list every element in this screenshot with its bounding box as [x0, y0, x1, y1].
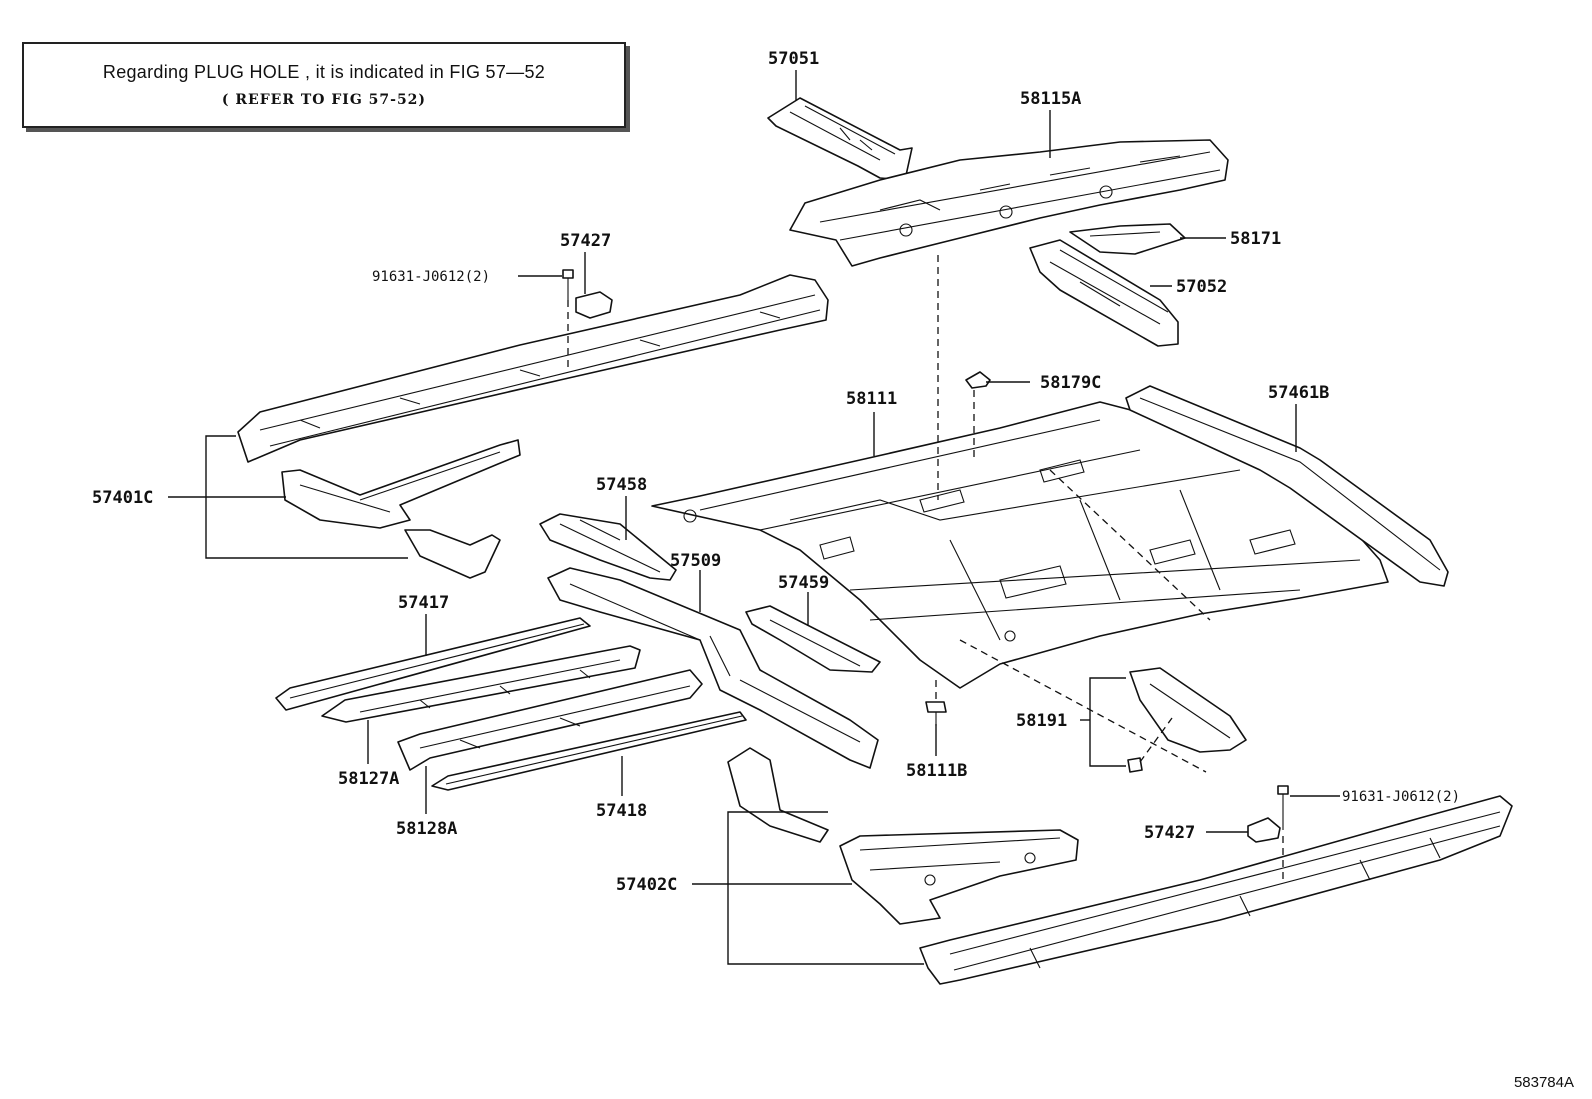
part-57427-top-shape[interactable] [562, 269, 613, 319]
part-58111B-shape[interactable] [925, 701, 947, 726]
label-58111[interactable]: 58111 [846, 389, 897, 409]
label-58179C[interactable]: 58179C [1040, 373, 1101, 393]
part-58115A-shape[interactable] [789, 139, 1229, 267]
part-57427-bottom-shape[interactable] [1247, 785, 1289, 843]
leader-lines [168, 70, 1340, 965]
label-91631-bottom[interactable]: 91631-J0612(2) [1342, 789, 1460, 805]
part-58179C-shape[interactable] [965, 371, 991, 389]
note-text: Regarding PLUG HOLE , it is indicated in… [102, 62, 546, 82]
note-reference-link[interactable]: ( REFER TO FIG 57-52) [221, 92, 427, 108]
part-57052-shape[interactable] [1029, 239, 1179, 347]
label-58111B[interactable]: 58111B [906, 761, 967, 781]
part-57461B-shape[interactable] [1125, 385, 1449, 587]
label-58127A[interactable]: 58127A [338, 769, 399, 789]
label-57458[interactable]: 57458 [596, 475, 647, 495]
label-58191[interactable]: 58191 [1016, 711, 1067, 731]
align-line-58191 [1049, 469, 1211, 621]
figure-id: 583784A [1513, 1074, 1574, 1091]
label-57418[interactable]: 57418 [596, 801, 647, 821]
label-57427-top[interactable]: 57427 [560, 231, 611, 251]
label-57509[interactable]: 57509 [670, 551, 721, 571]
part-57402C-shape[interactable] [727, 747, 1079, 925]
part-58111-shape[interactable] [651, 401, 1389, 689]
plug-hole-note: Regarding PLUG HOLE , it is indicated in… [22, 42, 626, 128]
part-57459-shape[interactable] [745, 605, 881, 673]
part-57509-shape[interactable] [547, 567, 879, 769]
part-57051-shape[interactable] [767, 97, 913, 181]
label-57052[interactable]: 57052 [1176, 277, 1227, 297]
part-57417-shape[interactable] [275, 617, 591, 711]
label-57427-bottom[interactable]: 57427 [1144, 823, 1195, 843]
part-58127A-shape[interactable] [321, 645, 641, 723]
label-57459[interactable]: 57459 [778, 573, 829, 593]
label-57402C[interactable]: 57402C [616, 875, 677, 895]
label-57461B[interactable]: 57461B [1268, 383, 1329, 403]
label-58128A[interactable]: 58128A [396, 819, 457, 839]
label-57417[interactable]: 57417 [398, 593, 449, 613]
align-line-58191b [959, 639, 1207, 773]
part-57418-shape[interactable] [431, 711, 747, 791]
part-57458-shape[interactable] [539, 513, 677, 581]
part-58191-shape[interactable] [1127, 667, 1247, 773]
part-58128A-shape[interactable] [397, 669, 703, 771]
align-line-58191-bolt [1139, 717, 1173, 763]
part-57401C-shape[interactable] [281, 439, 521, 579]
label-58171[interactable]: 58171 [1230, 229, 1281, 249]
label-57051[interactable]: 57051 [768, 49, 819, 69]
label-58115A[interactable]: 58115A [1020, 89, 1081, 109]
part-rocker-left-shape[interactable] [237, 274, 829, 463]
label-57401C[interactable]: 57401C [92, 488, 153, 508]
label-91631-top[interactable]: 91631-J0612(2) [372, 269, 490, 285]
part-58171-shape[interactable] [1069, 223, 1186, 255]
part-rocker-right-shape[interactable] [919, 795, 1513, 985]
